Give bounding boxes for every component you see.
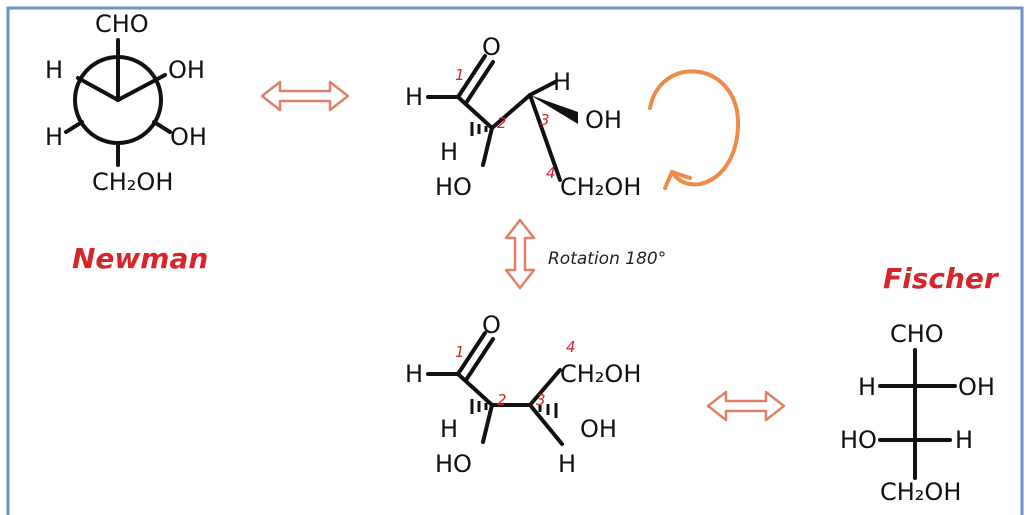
- top-h2: H: [440, 138, 458, 166]
- top-oh3: OH: [585, 106, 622, 134]
- double-arrow-vertical: [504, 218, 536, 290]
- bottom-ch2oh4: CH₂OH: [560, 360, 641, 388]
- fischer-ch2oh: CH₂OH: [880, 478, 961, 506]
- fischer-title: Fischer: [883, 262, 1000, 295]
- top-num-2: 2: [497, 114, 507, 132]
- bottom-h2: H: [440, 415, 458, 443]
- newman-oh-back: OH: [170, 123, 207, 151]
- hash-bond-c3-bottom: [538, 403, 558, 418]
- newman-oh-front: OH: [168, 56, 205, 84]
- fischer-cho: CHO: [890, 320, 944, 348]
- newman-projection: CHO H OH H OH CH₂OH Newman: [45, 10, 208, 275]
- top-o1: O: [482, 33, 501, 61]
- top-ch2oh4: CH₂OH: [560, 173, 641, 201]
- top-num-1: 1: [455, 66, 465, 84]
- top-num-3: 3: [540, 111, 550, 129]
- newman-h-back: H: [45, 123, 63, 151]
- newman-title: Newman: [72, 242, 208, 275]
- wedge-bond-c3: [530, 95, 578, 124]
- fischer-r2-left: HO: [840, 426, 877, 454]
- rotation-label: Rotation 180°: [548, 249, 666, 269]
- newman-h-front: H: [45, 56, 63, 84]
- hash-bond-c2: [470, 122, 488, 136]
- zigzag-top: H O H HO H OH CH₂OH 1 2 3 4: [405, 33, 641, 201]
- fischer-r1-left: H: [858, 373, 876, 401]
- bottom-h1: H: [405, 360, 423, 388]
- double-arrow-horizontal-2: [706, 390, 786, 422]
- bottom-o1: O: [482, 311, 501, 339]
- newman-cho: CHO: [95, 10, 149, 38]
- top-h3: H: [553, 68, 571, 96]
- top-num-4: 4: [546, 164, 556, 182]
- bottom-oh3: OH: [580, 415, 617, 443]
- hash-bond-c2-bottom: [470, 399, 488, 414]
- frame-border: [6, 6, 1024, 515]
- top-ho2: HO: [435, 173, 472, 201]
- fischer-projection: Fischer CHO H OH HO H CH₂OH: [840, 262, 1000, 506]
- zigzag-bottom: H O H HO CH₂OH OH H 1 2 3 4: [405, 311, 641, 478]
- newman-ch2oh: CH₂OH: [92, 168, 173, 196]
- bottom-num-1: 1: [455, 343, 465, 361]
- double-arrow-horizontal-1: [260, 80, 350, 112]
- fischer-r1-right: OH: [958, 373, 995, 401]
- bottom-num-2: 2: [497, 391, 507, 409]
- rotation-curve-arrow: [648, 69, 741, 190]
- top-h1: H: [405, 83, 423, 111]
- bottom-num-4: 4: [566, 338, 576, 356]
- bottom-ho2: HO: [435, 450, 472, 478]
- bottom-h3: H: [558, 450, 576, 478]
- fischer-r2-right: H: [955, 426, 973, 454]
- bottom-num-3: 3: [536, 391, 546, 409]
